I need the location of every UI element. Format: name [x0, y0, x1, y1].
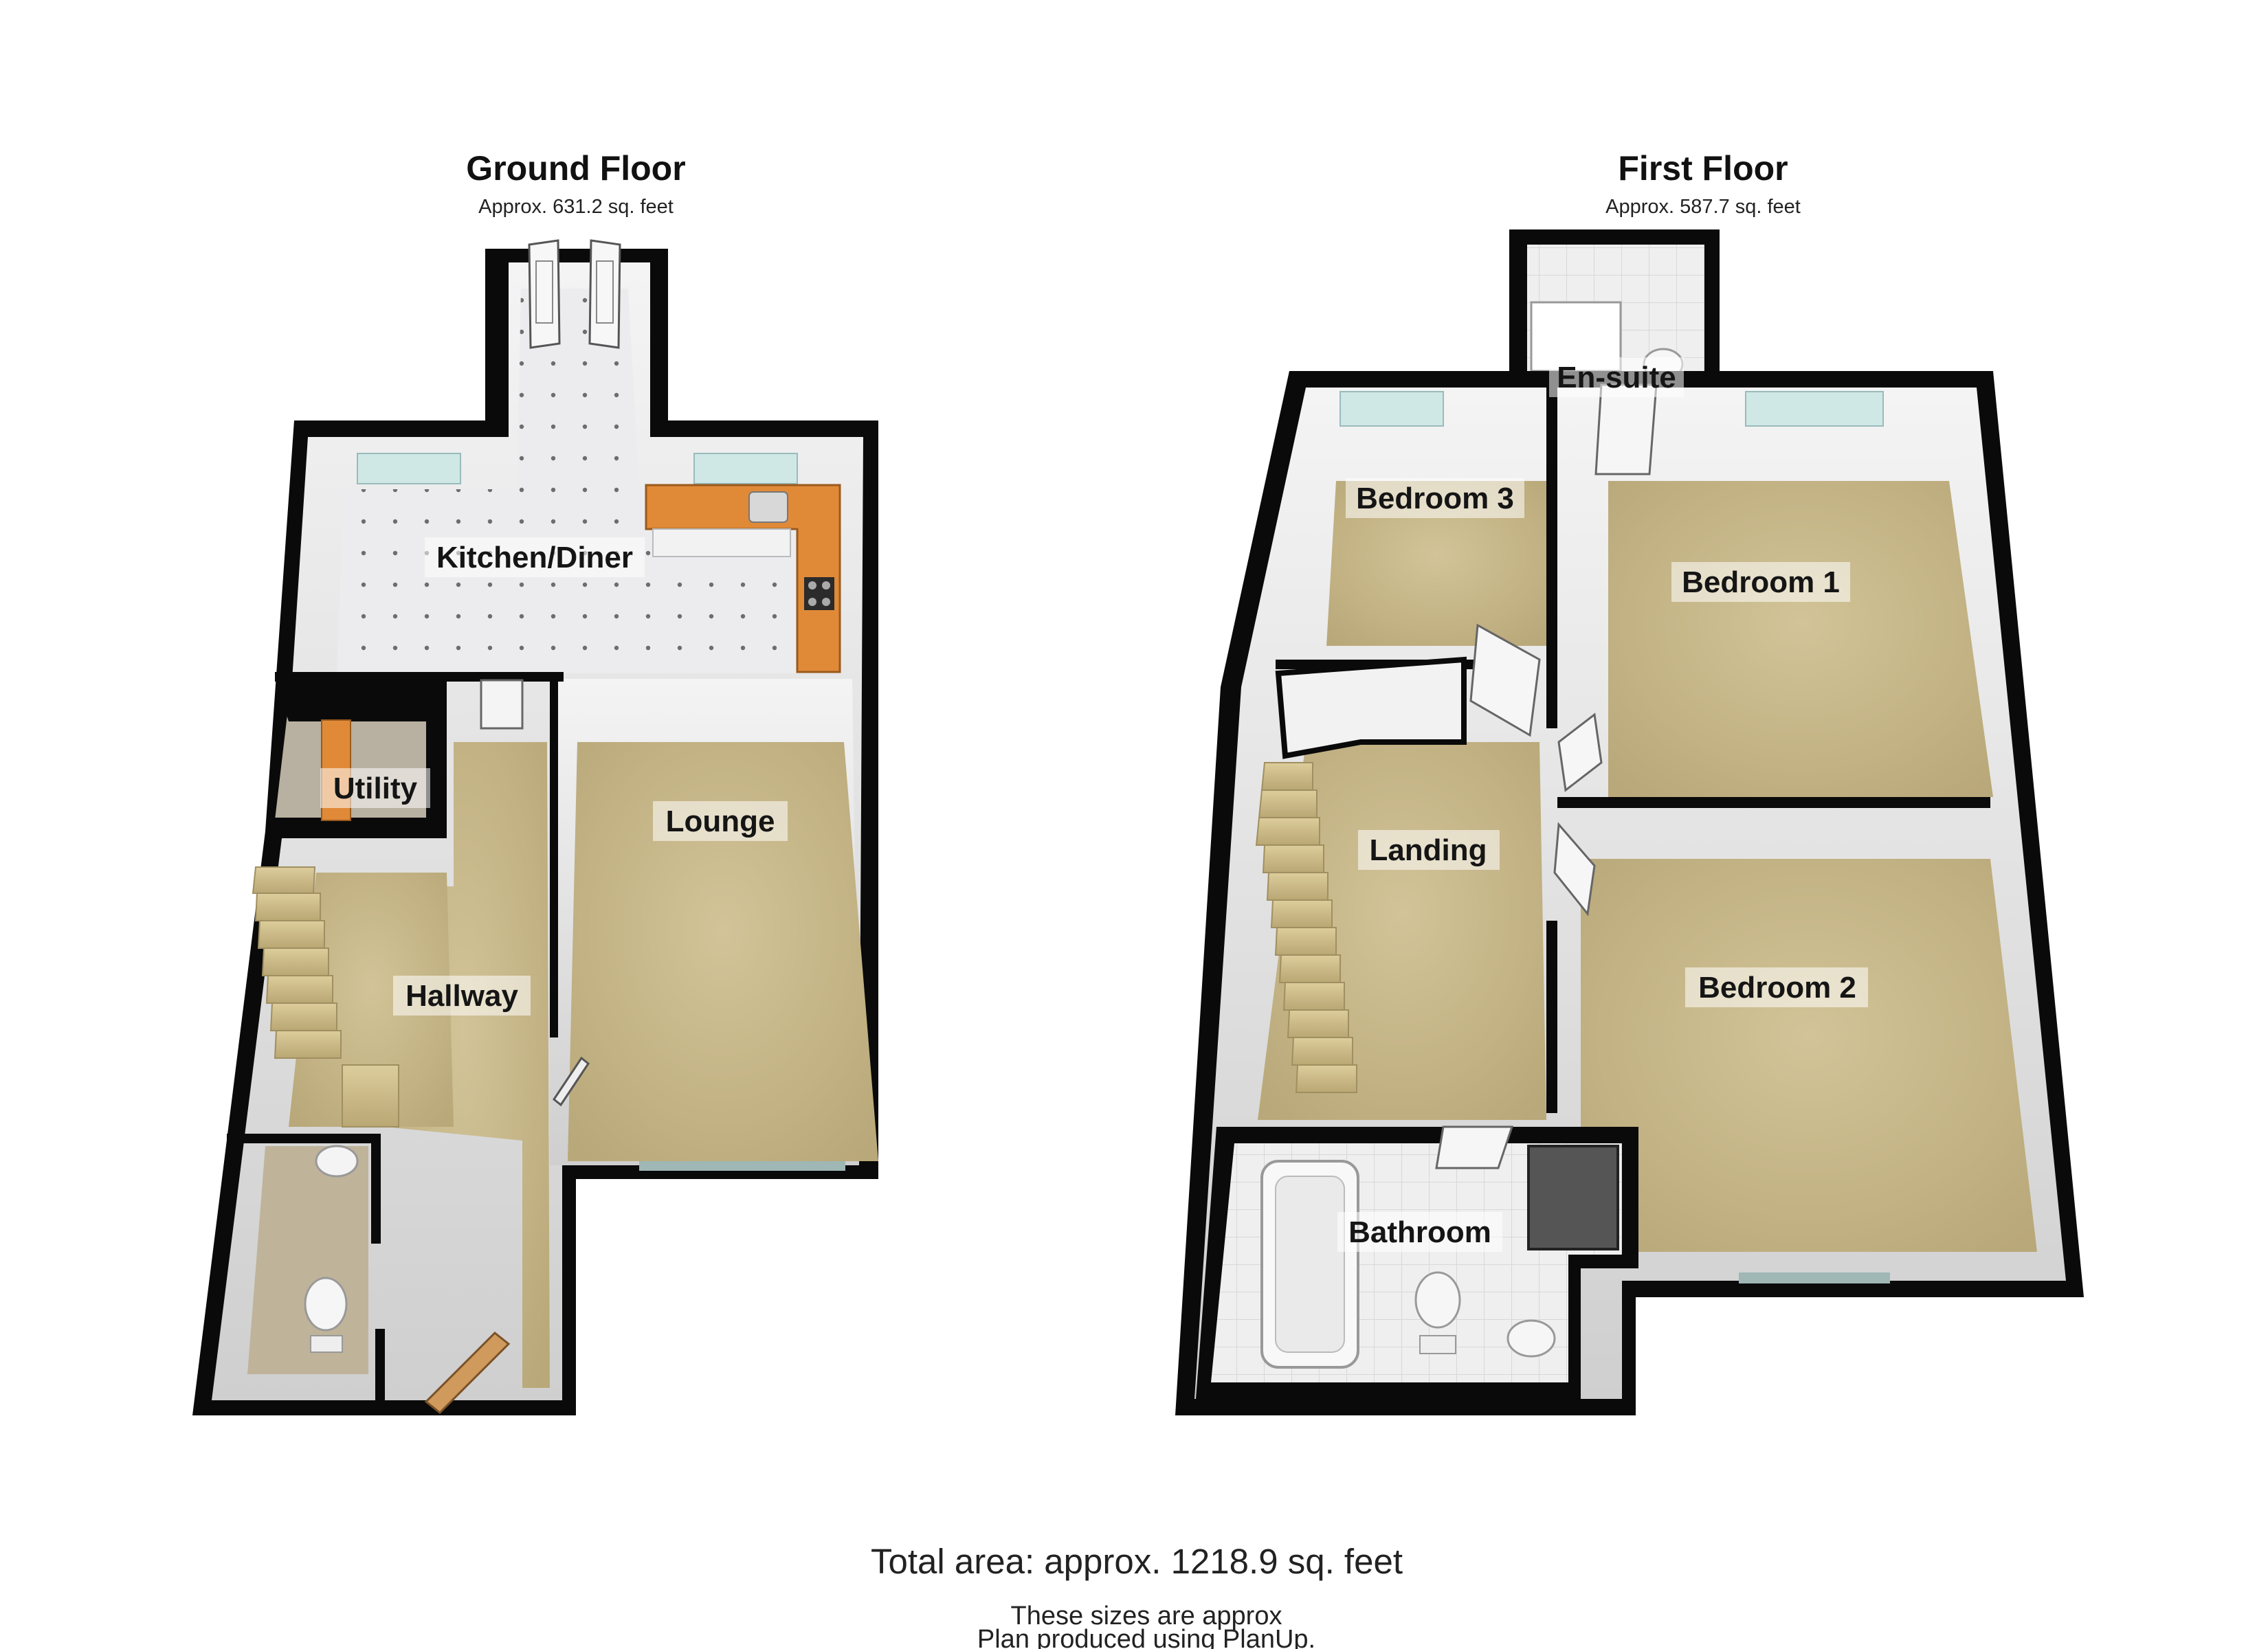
wall-bed1-bed2 — [1557, 797, 1990, 808]
landing-cupboard — [1275, 656, 1467, 759]
utility-walls — [269, 679, 447, 838]
label-bedroom-1: Bedroom 1 — [1682, 565, 1840, 599]
shower-cubicle — [1527, 1145, 1619, 1250]
label-landing: Landing — [1369, 833, 1487, 867]
kitchen-door[interactable] — [480, 679, 524, 730]
floor-titles: Ground Floor Approx. 631.2 sq. feet Firs… — [466, 149, 1801, 218]
footer: Total area: approx. 1218.9 sq. feet Thes… — [871, 1542, 1403, 1649]
planup-note: Plan produced using PlanUp. — [977, 1625, 1315, 1649]
bathroom-toilet-icon — [1414, 1271, 1461, 1329]
label-utility: Utility — [333, 772, 418, 805]
kitchen-window-left — [357, 453, 461, 484]
ground-floor-area: Approx. 631.2 sq. feet — [478, 196, 674, 218]
lounge-divider-wall — [550, 680, 558, 1037]
kitchen-window-right — [693, 453, 798, 484]
front-door[interactable] — [424, 1331, 511, 1415]
wall-bed3-bed1 — [1546, 385, 1557, 728]
lounge-window — [639, 1161, 845, 1171]
bedroom-2-door[interactable] — [1553, 822, 1596, 917]
en-suite-door[interactable] — [1594, 383, 1658, 475]
toilet-icon — [304, 1277, 348, 1332]
bathroom-door[interactable] — [1435, 1125, 1514, 1169]
label-bedroom-2: Bedroom 2 — [1698, 971, 1856, 1005]
hallway-floor-left — [289, 873, 454, 1127]
french-doors[interactable] — [528, 239, 621, 349]
label-lounge: Lounge — [666, 805, 775, 838]
label-bathroom: Bathroom — [1348, 1215, 1491, 1249]
ground-floor-title: Ground Floor — [466, 149, 685, 188]
total-area: Total area: approx. 1218.9 sq. feet — [871, 1542, 1403, 1581]
bathroom-basin-icon — [1507, 1319, 1556, 1358]
lounge-door[interactable] — [552, 1056, 590, 1107]
label-hallway: Hallway — [405, 979, 518, 1013]
basin-icon — [315, 1145, 359, 1178]
sink-icon — [748, 491, 788, 523]
label-kitchen-diner: Kitchen/Diner — [436, 541, 633, 574]
label-bedroom-3: Bedroom 3 — [1356, 482, 1514, 515]
bedroom-2-window — [1739, 1272, 1890, 1283]
ground-floor-plan — [192, 239, 878, 1415]
ground-wc — [227, 1134, 385, 1415]
first-floor-area: Approx. 587.7 sq. feet — [1605, 196, 1801, 218]
bedroom-1-window — [1745, 391, 1884, 427]
bedroom-1-door[interactable] — [1557, 713, 1603, 792]
first-stairs — [1255, 762, 1357, 1093]
room-labels: Kitchen/Diner Utility Lounge Hallway En-… — [320, 357, 1868, 1252]
wall-landing-bed2 — [1546, 921, 1557, 1113]
first-floor-title: First Floor — [1618, 149, 1788, 188]
sizes-note: These sizes are approx — [1011, 1602, 1282, 1630]
bedroom-2-floor — [1581, 859, 2037, 1252]
lounge-floor — [568, 742, 878, 1161]
ground-stairs — [252, 866, 399, 1128]
kitchen-counter — [645, 484, 841, 673]
bedroom-3-floor — [1326, 481, 1546, 646]
bedroom-3-door[interactable] — [1469, 623, 1541, 737]
bedroom-3-window — [1339, 391, 1444, 427]
first-floor-plan — [1175, 229, 2084, 1415]
label-en-suite: En-suite — [1557, 361, 1676, 394]
bedroom-1-floor — [1608, 481, 1993, 797]
hob-icon — [804, 577, 834, 610]
